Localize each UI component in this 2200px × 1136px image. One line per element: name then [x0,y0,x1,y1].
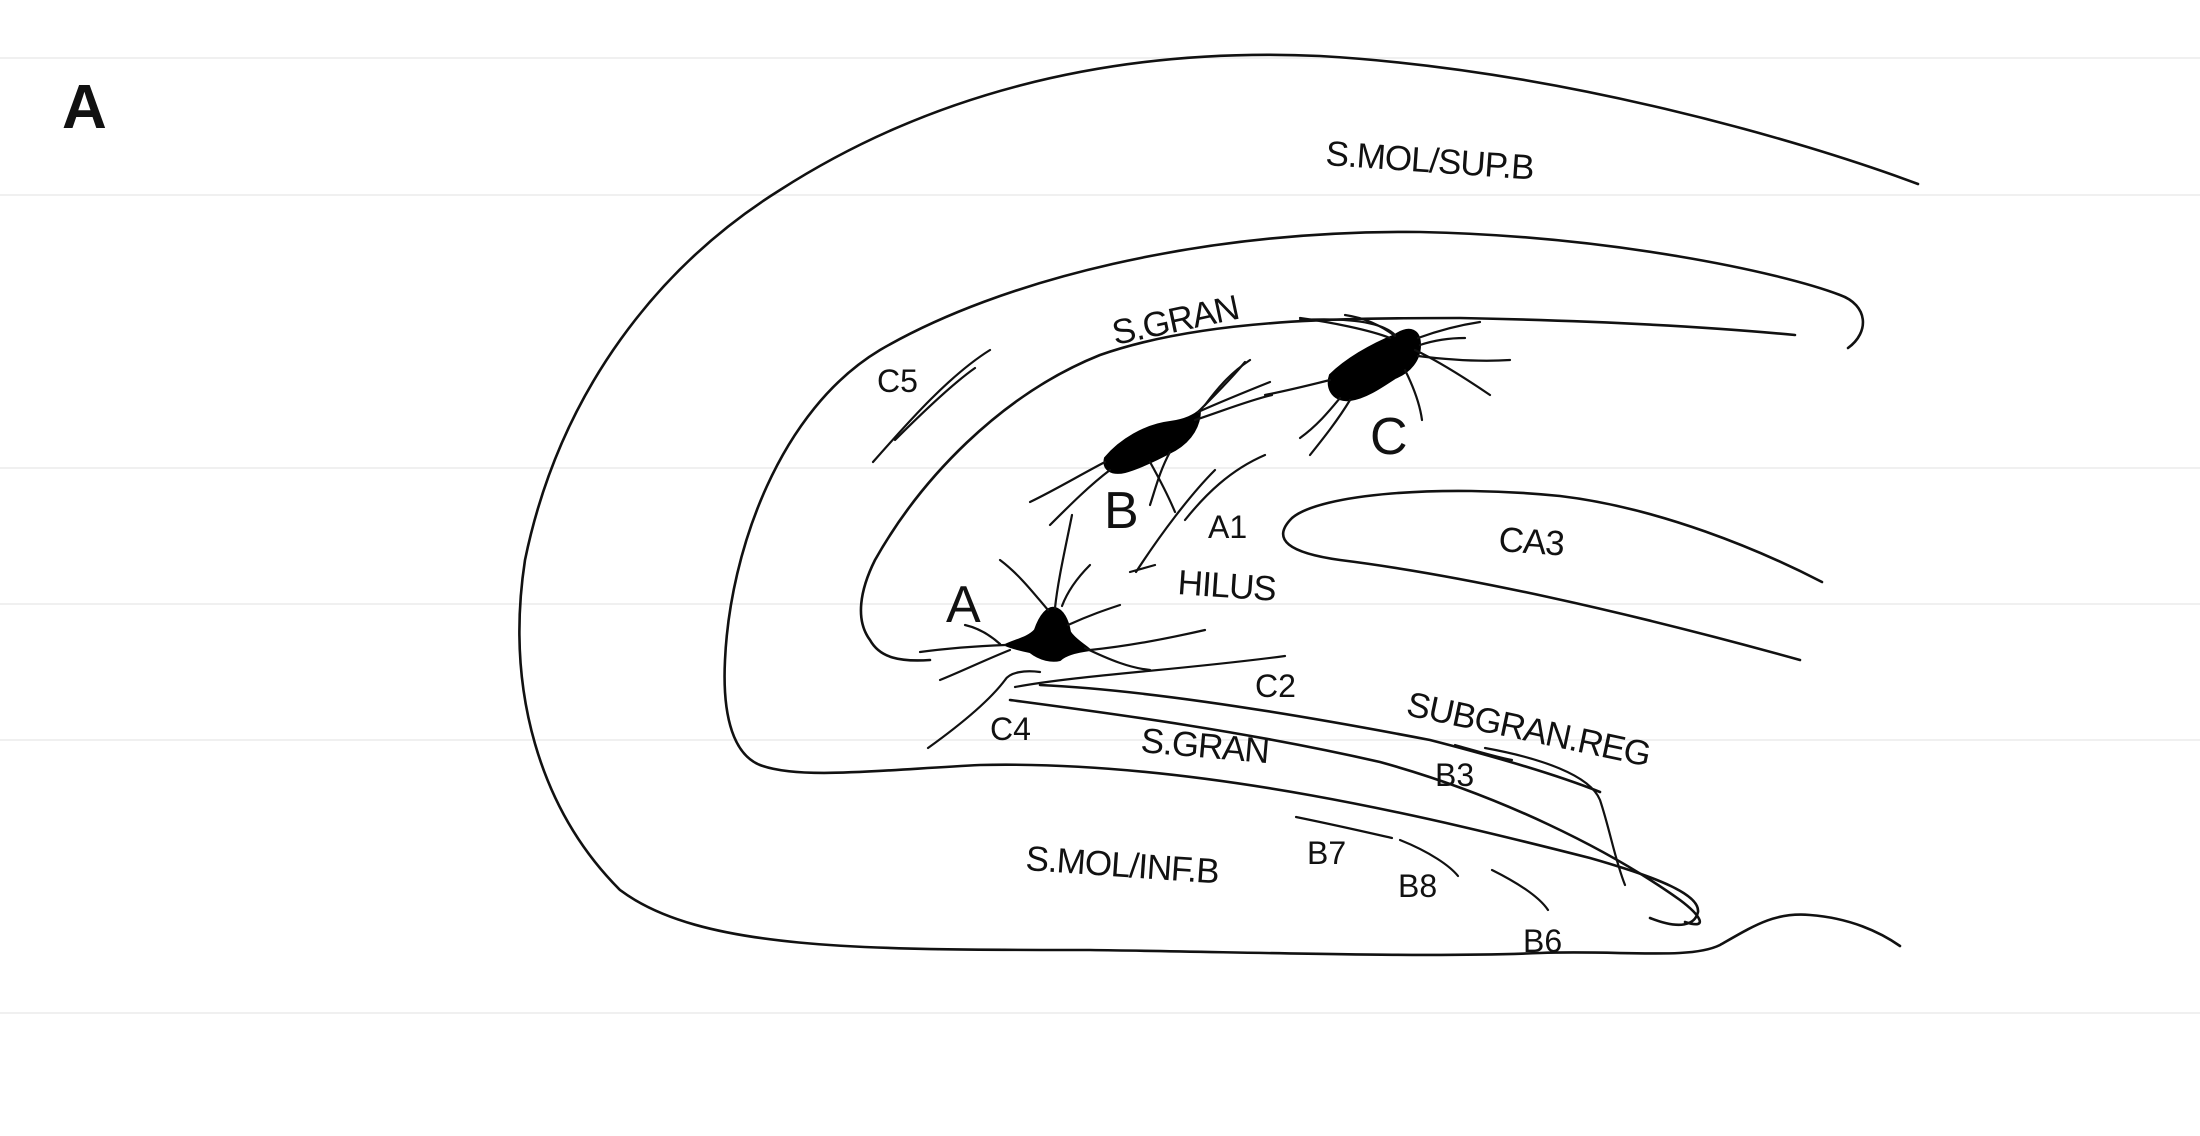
neuron-c [1263,313,1512,457]
upper-granule-inner-edge [859,316,1797,662]
lower-granule-outer-edge [1008,698,1702,926]
label-gran-lower: S.GRAN [1139,721,1270,771]
label-b6: B6 [1523,923,1562,959]
label-hilus: HILUS [1176,563,1277,609]
fiber-c5b [893,366,977,442]
fiber-b7 [1294,815,1394,840]
subgranular-fiber [1483,746,1627,887]
background-gridlines [0,57,2200,1014]
outer-boundary [518,53,1920,957]
fiber-b8 [1398,838,1460,878]
label-b7: B7 [1307,835,1346,871]
fiber-b6 [1490,868,1550,912]
neuron-b [1028,358,1274,527]
fiber-c2 [1013,654,1287,689]
label-b8: B8 [1398,868,1437,904]
fiber-c4 [926,670,1042,750]
label-ca3: CA3 [1497,520,1565,563]
label-c4: C4 [990,711,1031,747]
label-cell-c: C [1370,408,1408,466]
label-mol-sup: S.MOL/SUP.B [1324,134,1534,187]
label-c2: C2 [1255,668,1296,704]
ca3-outline [1281,489,1824,662]
label-a1: A1 [1208,509,1247,545]
fiber-c5 [871,348,992,464]
lower-granule-inner-edge [1038,683,1602,794]
fiber-a1 [1134,468,1217,574]
fiber-hilus [1128,563,1157,574]
neuron-a [918,513,1207,682]
label-cell-b: B [1104,482,1139,540]
label-gran-upper: S.GRAN [1109,288,1243,353]
fiber-a1b [1183,453,1267,522]
label-c5: C5 [877,363,918,399]
dentate-outer-outline [723,230,1865,927]
label-cell-a: A [946,576,981,634]
label-mol-inf: S.MOL/INF.B [1024,839,1219,891]
label-b3: B3 [1435,757,1474,793]
subgranular-fiber-b3 [1453,743,1514,762]
panel-label: A [62,73,107,142]
